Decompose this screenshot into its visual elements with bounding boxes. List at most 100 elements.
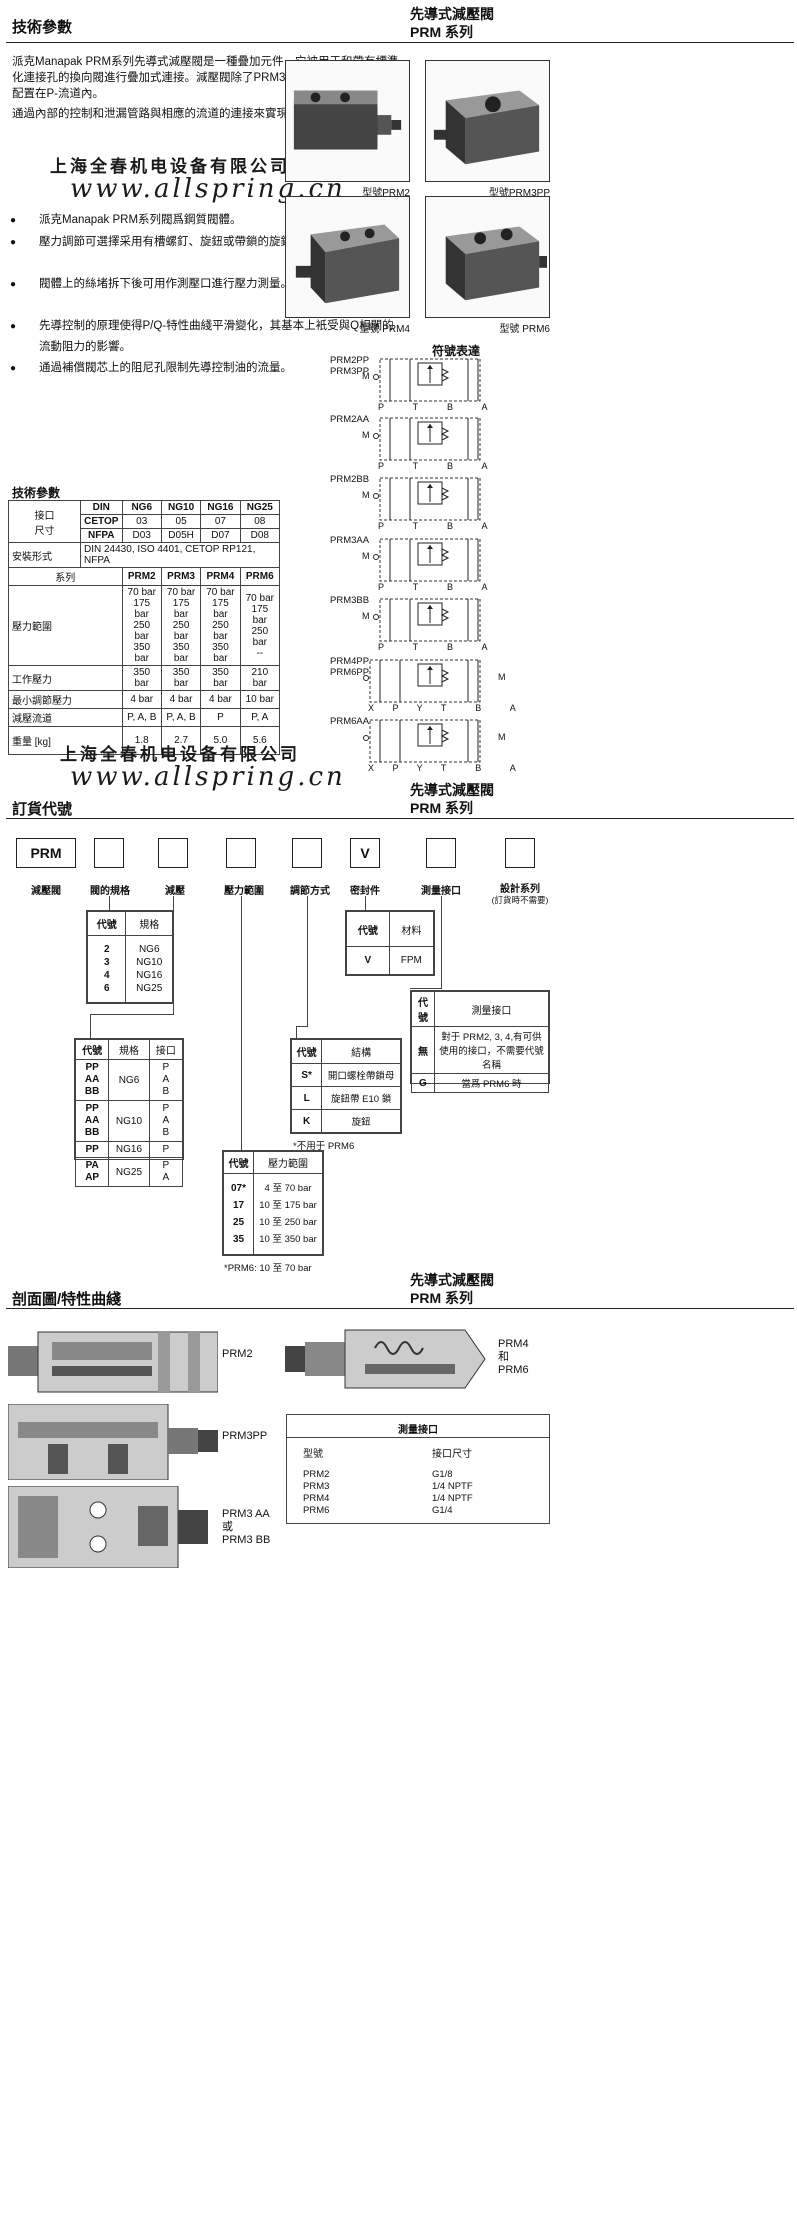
- adjust-note: *不用于 PRM6: [293, 1141, 355, 1152]
- header-rule: [6, 818, 794, 819]
- product-photo-prm3pp: [425, 60, 550, 182]
- section-title-tech-params: 技術參數: [12, 19, 73, 36]
- bullet-item: 通過補償閥芯上的阻尼孔限制先導控制油的流量。: [10, 358, 394, 379]
- section-label-prm3pp: PRM3PP: [222, 1430, 268, 1442]
- symbol-label: PRM6PP: [330, 667, 370, 678]
- connector-line: [296, 1026, 308, 1027]
- gauge-port-m-label: M: [498, 732, 506, 742]
- spec-title: 技術參數: [12, 486, 61, 500]
- header-series: PRM 系列: [410, 800, 473, 816]
- section-title-cross-section: 剖面圖/特性曲綫: [12, 1291, 122, 1308]
- label-design: 設計系列: [500, 884, 540, 895]
- product-photo-prm4: [285, 196, 410, 318]
- connector-line: [410, 988, 442, 989]
- code-box-prm: PRM: [16, 838, 76, 868]
- cross-section-prm4: [285, 1318, 495, 1400]
- photo-caption: 型號PRM2: [362, 188, 410, 199]
- label-gauge: 測量接口: [421, 886, 461, 897]
- gauge-port-summary: 測量接口 型號 接口尺寸 PRM2 PRM3 PRM4 PRM6 G1/8 1/…: [286, 1414, 550, 1524]
- connector-line: [296, 1026, 297, 1038]
- header-title: 先導式減壓閥: [410, 1272, 494, 1288]
- section-label-prm3aa: PRM3 AA 或 PRM3 BB: [222, 1508, 271, 1546]
- header-title: 先導式減壓閥: [410, 782, 494, 798]
- symbol-label: PRM3AA: [330, 535, 370, 546]
- symbol-label: PRM2PP: [330, 355, 370, 366]
- design-note: (訂貨時不需要): [491, 895, 549, 905]
- code-box-gauge: [426, 838, 456, 868]
- gauge-port-m-label: M: [362, 551, 370, 561]
- connector-line: [90, 1014, 91, 1038]
- bullet-item: 壓力調節可選擇采用有槽螺釘、旋鈕或帶鎖的旋鈕來進行調整。: [10, 232, 394, 253]
- gauge-port-m-label: M: [498, 672, 506, 682]
- gauge-port-m-label: M: [362, 371, 370, 381]
- header-title: 先導式減壓閥: [410, 6, 494, 22]
- code-box-design: [505, 838, 535, 868]
- gauge-port-m-label: M: [362, 490, 370, 500]
- symbol-port-labels: P T B A: [378, 642, 496, 652]
- hydraulic-symbol: [330, 414, 498, 472]
- photo-caption: 型號 PRM4: [359, 324, 410, 335]
- code-box-seal: V: [350, 838, 380, 868]
- symbol-label: PRM3PP: [330, 366, 370, 377]
- product-photo-prm2: [285, 60, 410, 182]
- symbol-port-labels: X P Y T B A: [368, 703, 524, 713]
- label-pressure: 壓力範圍: [224, 886, 264, 897]
- cross-section-prm3aa: [7, 1485, 218, 1569]
- symbol-label: PRM3BB: [330, 595, 370, 606]
- symbol-label: PRM2BB: [330, 474, 370, 485]
- hydraulic-symbol: [330, 535, 498, 593]
- watermark-url: www.allspring.cn: [70, 762, 346, 792]
- header-series: PRM 系列: [410, 24, 473, 40]
- product-photo-prm6: [425, 196, 550, 318]
- connector-line: [109, 896, 110, 910]
- symbol-port-labels: X P Y T B A: [368, 763, 524, 773]
- label-seal: 密封件: [350, 886, 380, 897]
- photo-caption: 型號PRM3PP: [488, 188, 550, 199]
- header-rule: [6, 42, 794, 43]
- hydraulic-symbol: [330, 595, 498, 653]
- symbol-port-labels: P T B A: [378, 521, 496, 531]
- header-rule: [6, 1308, 794, 1309]
- symbol-port-labels: P T B A: [378, 402, 496, 412]
- hydraulic-symbol: [330, 716, 498, 774]
- section-label-prm2: PRM2: [222, 1348, 253, 1360]
- code-box-reduce: [158, 838, 188, 868]
- watermark-company: 上海全春机电设备有限公司: [50, 157, 290, 177]
- pressure-note: *PRM6: 10 至 70 bar: [224, 1263, 312, 1274]
- symbol-label: PRM2AA: [330, 414, 370, 425]
- label-reduce: 減壓: [165, 886, 185, 897]
- cross-section-prm2: [8, 1324, 219, 1398]
- photo-caption: 型號 PRM6: [499, 324, 550, 335]
- connector-line: [90, 1014, 174, 1015]
- gauge-port-table: 代號測量接口 無對于 PRM2, 3, 4,有可供使用的接口，不需要代號名稱 G…: [410, 990, 550, 1093]
- connector-line: [441, 896, 442, 988]
- code-box-size: [94, 838, 124, 868]
- symbol-label: PRM4PP: [330, 656, 370, 667]
- hydraulic-symbol: [330, 474, 498, 532]
- header-series: PRM 系列: [410, 1290, 473, 1306]
- code-box-pressure: [226, 838, 256, 868]
- watermark-company: 上海全春机电设备有限公司: [60, 745, 300, 765]
- label-size: 閥的規格: [90, 886, 130, 897]
- bullet-item: 派克Manapak PRM系列閥爲鋼質閥體。: [10, 210, 394, 231]
- bullet-item: 先導控制的原理使得P/Q-特性曲綫平滑變化，其基本上衹受與Q相關的流動阻力的影響…: [10, 316, 394, 358]
- label-valve: 減壓閥: [31, 886, 61, 897]
- cross-section-prm3pp: [7, 1403, 218, 1481]
- connector-line: [307, 896, 308, 1026]
- hydraulic-symbol: [330, 656, 498, 714]
- gauge-port-m-label: M: [362, 611, 370, 621]
- label-adjust: 調節方式: [290, 886, 330, 897]
- section-title-order-code: 訂貨代號: [12, 801, 73, 818]
- connector-line: [241, 896, 242, 1150]
- symbol-port-labels: P T B A: [378, 582, 496, 592]
- gauge-port-m-label: M: [362, 430, 370, 440]
- symbol-label: PRM6AA: [330, 716, 370, 727]
- code-box-adjust: [292, 838, 322, 868]
- symbol-title: 符號表達: [432, 344, 481, 358]
- symbol-port-labels: P T B A: [378, 461, 496, 471]
